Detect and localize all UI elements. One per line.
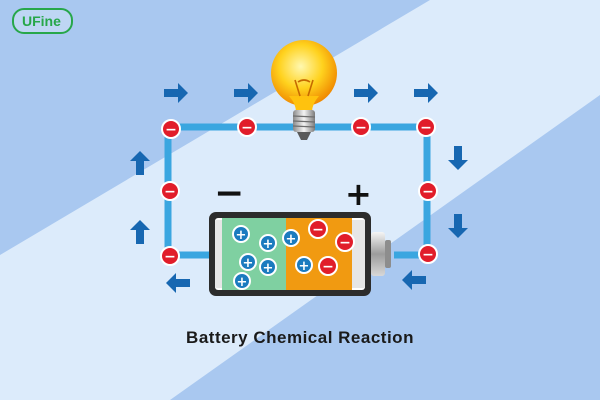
electron-icon: − <box>308 219 328 239</box>
ions: +++++++ <box>232 225 313 290</box>
svg-text:−: − <box>312 222 324 238</box>
electron-icon: − <box>161 119 181 139</box>
negative-terminal-label: − <box>214 173 245 214</box>
electrons: −−−−−−−−−−− <box>160 117 438 276</box>
svg-text:+: + <box>263 237 274 252</box>
electron-icon: − <box>418 181 438 201</box>
current-arrows <box>130 83 468 293</box>
electron-icon: − <box>160 181 180 201</box>
svg-text:−: − <box>420 120 432 136</box>
svg-text:−: − <box>322 259 334 275</box>
current-arrow-icon <box>402 270 426 290</box>
svg-text:+: + <box>263 261 274 276</box>
light-bulb-icon <box>271 40 337 140</box>
ion-icon: + <box>295 256 313 274</box>
electron-icon: − <box>418 244 438 264</box>
svg-text:−: − <box>355 120 367 136</box>
current-arrow-icon <box>166 273 190 293</box>
electron-icon: − <box>160 246 180 266</box>
svg-text:+: + <box>286 232 297 247</box>
electron-icon: − <box>416 117 436 137</box>
svg-text:−: − <box>422 247 434 263</box>
current-arrow-icon <box>414 83 438 103</box>
current-arrow-icon <box>448 146 468 170</box>
battery-anode <box>222 218 286 290</box>
current-arrow-icon <box>354 83 378 103</box>
ion-icon: + <box>233 272 251 290</box>
svg-text:−: − <box>164 249 176 265</box>
svg-text:−: − <box>165 122 177 138</box>
electron-icon: − <box>237 117 257 137</box>
svg-text:+: + <box>243 256 254 271</box>
current-arrow-icon <box>448 214 468 238</box>
svg-text:−: − <box>164 184 176 200</box>
svg-text:−: − <box>241 120 253 136</box>
diagram-caption: Battery Chemical Reaction <box>186 328 414 347</box>
current-arrow-icon <box>130 151 150 175</box>
svg-text:−: − <box>339 235 351 251</box>
ufine-logo: UFine <box>12 8 73 34</box>
electron-icon: − <box>335 232 355 252</box>
ion-icon: + <box>232 225 250 243</box>
current-arrow-icon <box>234 83 258 103</box>
ion-icon: + <box>259 234 277 252</box>
svg-text:+: + <box>236 228 247 243</box>
ion-icon: + <box>282 229 300 247</box>
electron-icon: − <box>318 256 338 276</box>
svg-text:+: + <box>237 275 248 290</box>
svg-text:+: + <box>299 259 310 274</box>
electron-icon: − <box>351 117 371 137</box>
svg-text:−: − <box>422 184 434 200</box>
positive-terminal-label: + <box>345 175 372 213</box>
current-arrow-icon <box>130 220 150 244</box>
ion-icon: + <box>239 253 257 271</box>
current-arrow-icon <box>164 83 188 103</box>
ion-icon: + <box>259 258 277 276</box>
battery-positive-cap <box>371 232 385 276</box>
